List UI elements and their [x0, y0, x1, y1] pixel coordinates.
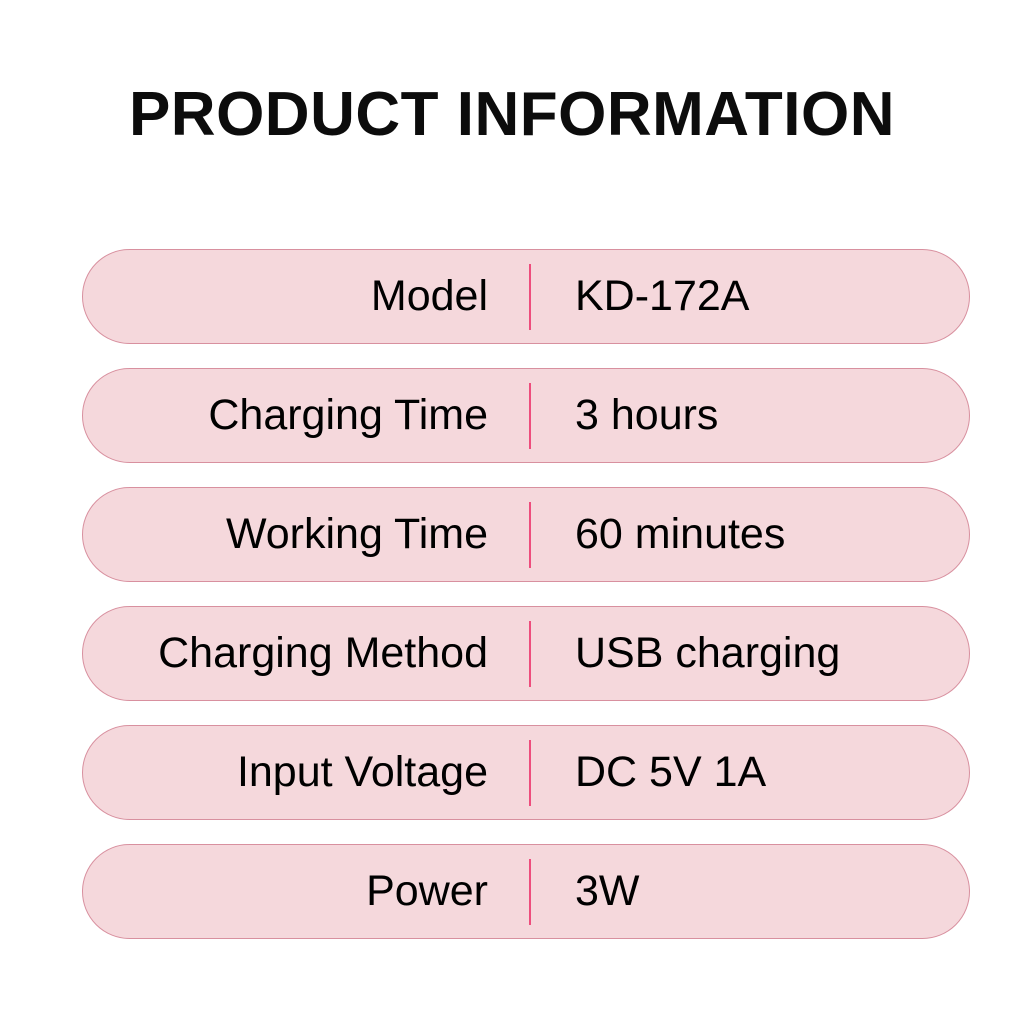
spec-label: Model	[370, 272, 488, 320]
spec-label: Input Voltage	[236, 748, 488, 796]
spec-value: 60 minutes	[575, 510, 786, 558]
table-row: Charging Time 3 hours	[82, 368, 970, 463]
table-row: Power 3W	[82, 844, 970, 939]
spec-value: 3W	[575, 867, 640, 915]
table-row: Input Voltage DC 5V 1A	[82, 725, 970, 820]
page-title: PRODUCT INFORMATION	[128, 80, 896, 149]
specification-table: Model KD-172A Charging Time 3 hours Work…	[82, 249, 970, 939]
table-row: Working Time 60 minutes	[82, 487, 970, 582]
spec-label: Working Time	[225, 510, 488, 558]
table-row: Model KD-172A	[82, 249, 970, 344]
spec-label: Power	[366, 867, 488, 915]
table-row: Charging Method USB charging	[82, 606, 970, 701]
row-divider	[529, 263, 531, 330]
row-divider	[529, 501, 531, 568]
spec-label: Charging Time	[208, 391, 488, 439]
row-divider	[529, 858, 531, 925]
spec-label: Charging Method	[158, 629, 488, 677]
spec-value: DC 5V 1A	[575, 748, 767, 796]
row-divider	[529, 382, 531, 449]
row-divider	[529, 739, 531, 806]
spec-value: 3 hours	[575, 391, 719, 439]
spec-value: KD-172A	[575, 272, 750, 320]
row-divider	[529, 620, 531, 687]
spec-value: USB charging	[575, 629, 841, 677]
